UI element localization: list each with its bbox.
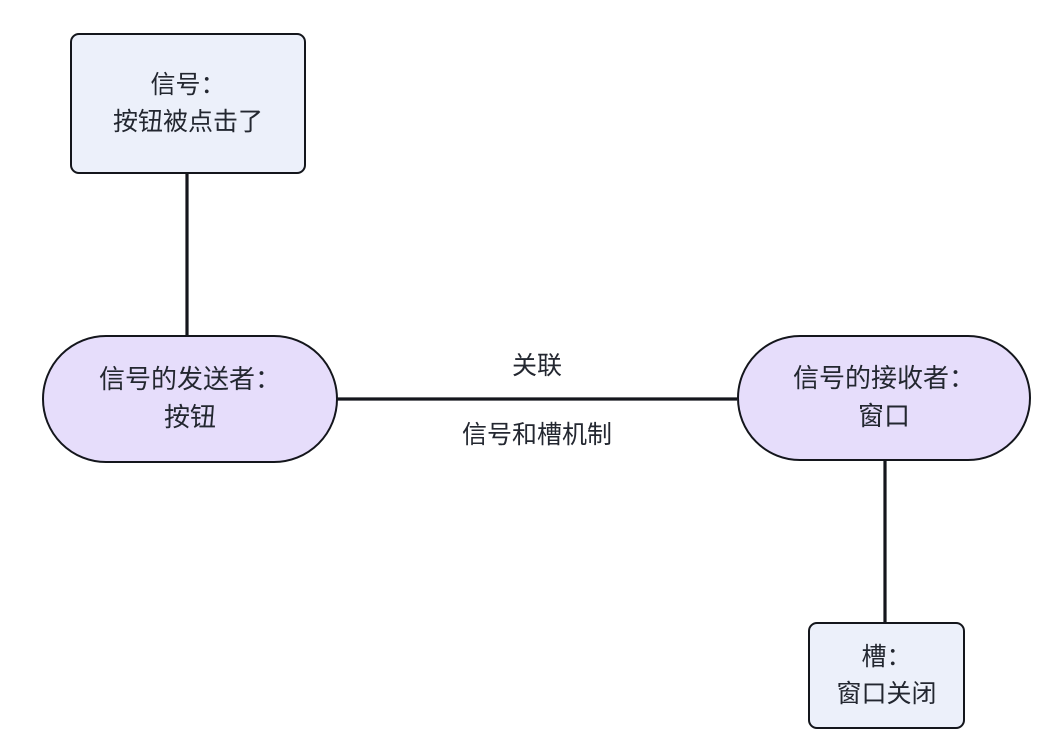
edge-label-mechanism: 信号和槽机制 <box>461 421 612 449</box>
node-slot-line-1: 槽： <box>861 643 912 672</box>
edge-label-association: 关联 <box>511 352 562 380</box>
node-slot[interactable]: 槽： 窗口关闭 <box>808 622 965 729</box>
node-slot-line-2: 窗口关闭 <box>836 679 937 708</box>
node-sender-line-2: 按钮 <box>163 402 216 432</box>
node-signal-line-1: 信号： <box>150 71 226 100</box>
node-sender[interactable]: 信号的发送者： 按钮 <box>42 335 338 463</box>
node-receiver-line-1: 信号的接收者： <box>792 363 975 394</box>
node-receiver-line-2: 窗口 <box>857 401 910 431</box>
node-receiver[interactable]: 信号的接收者： 窗口 <box>737 335 1031 461</box>
node-signal[interactable]: 信号： 按钮被点击了 <box>70 33 306 174</box>
node-signal-line-2: 按钮被点击了 <box>112 107 263 136</box>
node-sender-line-1: 信号的发送者： <box>98 364 281 395</box>
